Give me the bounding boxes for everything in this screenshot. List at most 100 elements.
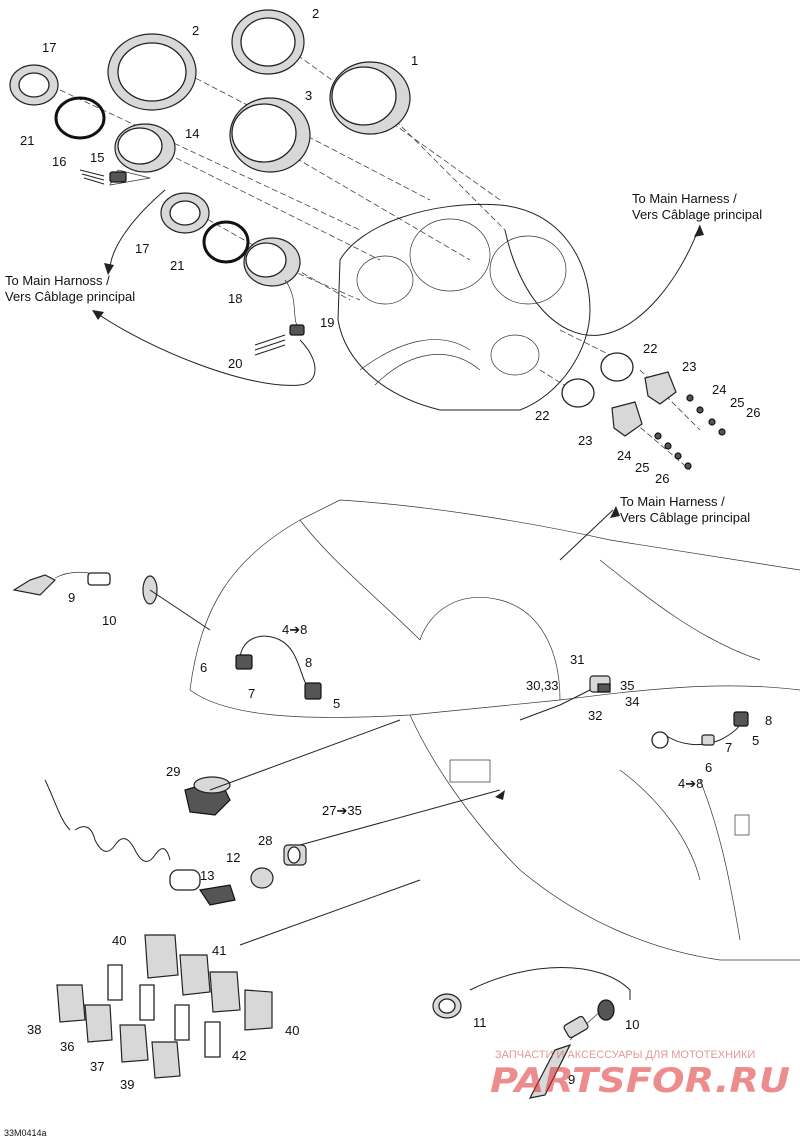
- gauge-ring-2a: [107, 33, 197, 111]
- ring-22a: [600, 352, 634, 382]
- o-ring-21a: [54, 96, 106, 140]
- callout-1: 1: [411, 53, 418, 68]
- harness-9b: [528, 1011, 601, 1099]
- callout-38: 38: [27, 1022, 41, 1037]
- o-ring-21b: [202, 220, 250, 264]
- callout-21b: 21: [170, 258, 184, 273]
- callout-42: 42: [232, 1048, 246, 1063]
- gauge-1: [329, 61, 411, 135]
- terminals-20: [254, 334, 286, 356]
- callout-7a: 7: [248, 686, 255, 701]
- arrow-left-harness-bottom: [92, 310, 104, 320]
- callout-23a: 23: [682, 359, 696, 374]
- callout-13: 13: [200, 868, 214, 883]
- callout-30-33: 30,33: [526, 678, 559, 693]
- watermark-brand: PARTSFOR.RU: [490, 1061, 790, 1101]
- gauge-14: [109, 123, 176, 186]
- grommet-10b: [597, 999, 615, 1021]
- callout-8b: 8: [765, 713, 772, 728]
- callout-24a: 24: [712, 382, 726, 397]
- gauge-cluster-assembly: [9, 9, 726, 471]
- cluster-housing: [337, 203, 591, 411]
- callout-2a: 2: [192, 23, 199, 38]
- callout-6a: 6: [200, 660, 207, 675]
- callout-4to8b: 4➔8: [678, 776, 703, 791]
- callout-4to8a: 4➔8: [282, 622, 307, 637]
- callout-20: 20: [228, 356, 242, 371]
- callout-37: 37: [90, 1059, 104, 1074]
- bracket-23a: [644, 371, 677, 405]
- callout-15: 15: [90, 150, 104, 165]
- callout-40a: 40: [112, 933, 126, 948]
- callout-18: 18: [228, 291, 242, 306]
- note-right-line2: Vers Câblage principal: [632, 207, 762, 222]
- note-mid-line1: To Main Harness /: [620, 494, 725, 509]
- note-left-line2: Vers Câblage principal: [5, 289, 135, 304]
- callout-17a: 17: [42, 40, 56, 55]
- note-mid-line2: Vers Câblage principal: [620, 510, 750, 525]
- harness-notes: To Main Harness / Vers Câblage principal…: [5, 191, 762, 525]
- callout-labels: 17 2 2 1 3 21 14 16 15 17 21 18 19 20 22…: [20, 6, 772, 1092]
- figure-reference: 33M0414a: [4, 1128, 47, 1138]
- note-right-line1: To Main Harness /: [632, 191, 737, 206]
- callout-31: 31: [570, 652, 584, 667]
- connector-30-35: [519, 675, 611, 721]
- callout-41: 41: [212, 943, 226, 958]
- bezel-ring-17b: [160, 192, 210, 234]
- callout-7b: 7: [725, 740, 732, 755]
- callout-25b: 25: [635, 460, 649, 475]
- switch-set-36-42: [56, 934, 273, 1079]
- watermark: ЗАПЧАСТИ И АКСЕССУАРЫ ДЛЯ МОТОТЕХНИКИ PA…: [490, 1049, 790, 1101]
- callout-23b: 23: [578, 433, 592, 448]
- callout-12: 12: [226, 850, 240, 865]
- gauge-3: [229, 97, 311, 173]
- harness-route-loop: [94, 311, 316, 386]
- console-outline: [189, 499, 800, 691]
- switch-29: [184, 776, 231, 816]
- callout-10b: 10: [625, 1017, 639, 1032]
- note-left-line1: To Main Harnoss /: [5, 273, 110, 288]
- callout-11: 11: [473, 1015, 487, 1030]
- callout-29: 29: [166, 764, 180, 779]
- arrow-left-harness-top: [104, 263, 114, 275]
- callout-39: 39: [120, 1077, 134, 1092]
- plug-6a: [235, 654, 253, 670]
- console-assembly: [12, 499, 800, 1099]
- callout-22b: 22: [535, 408, 549, 423]
- gauge-ring-2b: [231, 9, 305, 75]
- tether-13: [44, 779, 236, 906]
- callout-34: 34: [625, 694, 639, 709]
- callout-2b: 2: [312, 6, 319, 21]
- callout-21a: 21: [20, 133, 34, 148]
- callout-10a: 10: [102, 613, 116, 628]
- harness-route-right: [504, 224, 701, 336]
- watermark-tagline: ЗАПЧАСТИ И АКСЕССУАРЫ ДЛЯ МОТОТЕХНИКИ: [495, 1049, 755, 1061]
- callout-35a: 35: [620, 678, 634, 693]
- ring-22b: [561, 378, 595, 408]
- sensor-cable-left: [239, 635, 311, 691]
- harness-9a: [12, 571, 111, 596]
- callout-36: 36: [60, 1039, 74, 1054]
- bezel-ring-17a: [9, 64, 59, 106]
- callout-6b: 6: [705, 760, 712, 775]
- callout-40b: 40: [285, 1023, 299, 1038]
- callout-9a: 9: [68, 590, 75, 605]
- fitting-28: [283, 844, 307, 866]
- callout-5b: 5: [752, 733, 759, 748]
- callout-19: 19: [320, 315, 334, 330]
- callout-14: 14: [185, 126, 199, 141]
- callout-32: 32: [588, 708, 602, 723]
- callout-17b: 17: [135, 241, 149, 256]
- callout-5a: 5: [333, 696, 340, 711]
- callout-3: 3: [305, 88, 312, 103]
- gauge-18: [243, 237, 305, 336]
- sensor-5a: [304, 682, 322, 700]
- ring-6b: [651, 731, 669, 749]
- callout-27to35: 27➔35: [322, 803, 362, 818]
- callout-24b: 24: [617, 448, 631, 463]
- plug-7b: [701, 734, 715, 746]
- callout-9b: 9: [568, 1072, 575, 1087]
- connector-15-16: [79, 169, 127, 185]
- callout-8a: 8: [305, 655, 312, 670]
